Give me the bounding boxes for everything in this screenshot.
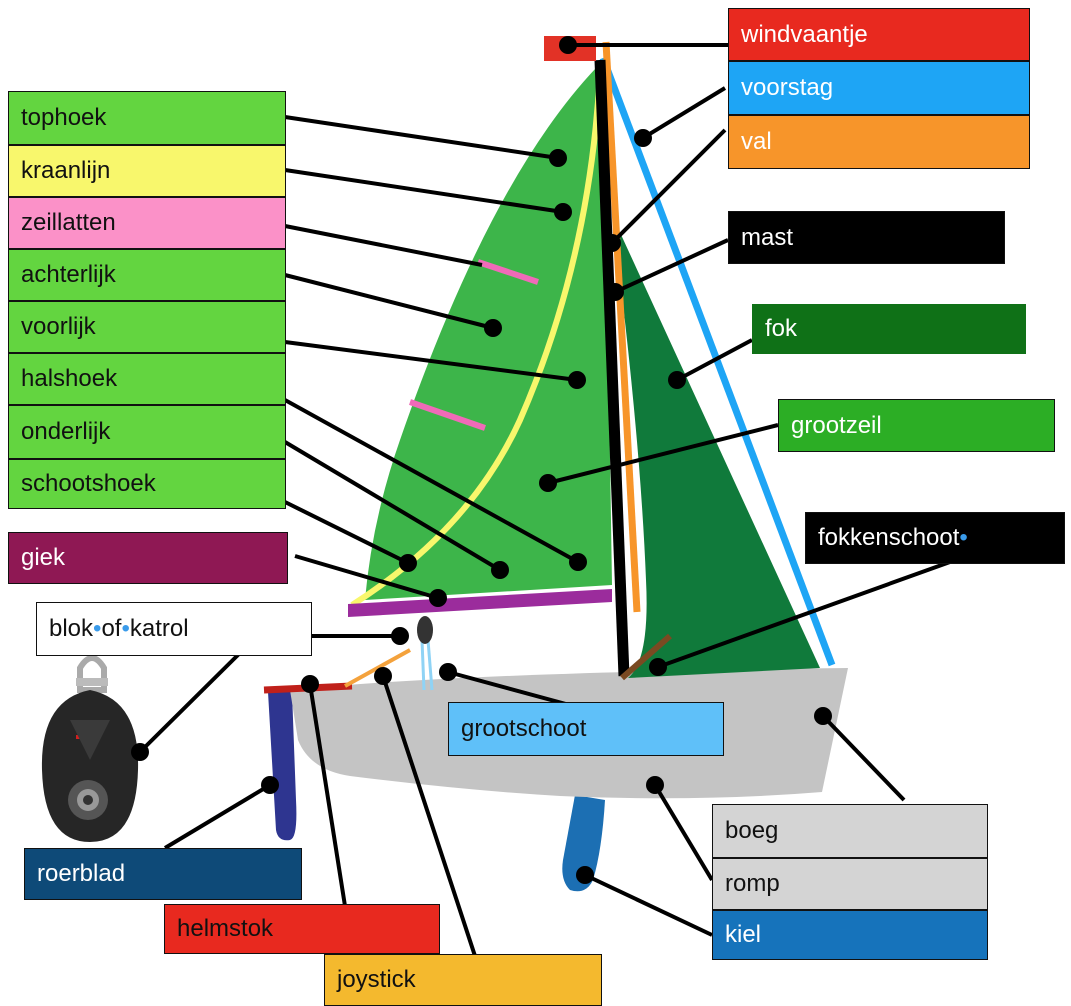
label-schootshoek: schootshoek bbox=[8, 459, 286, 509]
mast-pole bbox=[594, 59, 630, 677]
label-achterlijk: achterlijk bbox=[8, 249, 286, 301]
label-text: onderlijk bbox=[21, 418, 111, 445]
label-windvaantje: windvaantje bbox=[728, 8, 1030, 61]
label-text: kraanlijn bbox=[21, 157, 111, 184]
separator-dot: • bbox=[121, 615, 130, 642]
label-text: joystick bbox=[337, 966, 416, 993]
label-text: helmstok bbox=[177, 915, 274, 942]
label-joystick: joystick bbox=[324, 954, 602, 1006]
label-giek: giek bbox=[8, 532, 288, 584]
label-text: voorstag bbox=[741, 74, 834, 101]
batten-upper bbox=[477, 259, 539, 285]
jib-sail bbox=[612, 215, 820, 678]
label-romp: romp bbox=[712, 858, 988, 910]
keel bbox=[562, 795, 605, 892]
label-fokkenschoot: fokkenschoot• bbox=[805, 512, 1065, 564]
label-text: roerblad bbox=[37, 860, 126, 887]
label-kiel: kiel bbox=[712, 910, 988, 960]
rudder bbox=[268, 692, 297, 841]
leader-dots bbox=[131, 36, 832, 884]
label-blok-of-katrol: blok•of•katrol bbox=[36, 602, 312, 656]
label-text: romp bbox=[725, 870, 780, 897]
label-text: achterlijk bbox=[21, 261, 116, 288]
boom bbox=[348, 589, 612, 617]
label-text: windvaantje bbox=[741, 20, 868, 48]
label-val: val bbox=[728, 115, 1030, 169]
label-text: zeillatten bbox=[21, 209, 116, 236]
halyard bbox=[602, 41, 641, 613]
label-voorstag: voorstag bbox=[728, 61, 1030, 115]
label-text: voorlijk bbox=[21, 313, 96, 340]
label-text: grootschoot bbox=[461, 715, 587, 742]
mainsheet-line-2 bbox=[426, 639, 434, 691]
separator-dot: • bbox=[959, 524, 968, 551]
forestay bbox=[599, 56, 836, 667]
label-text: boeg bbox=[725, 817, 779, 844]
label-grootschoot: grootschoot bbox=[448, 702, 724, 756]
label-zeillatten: zeillatten bbox=[8, 197, 286, 249]
label-text: val bbox=[741, 128, 772, 155]
label-text: tophoek bbox=[21, 104, 107, 131]
mainsheet-line-1 bbox=[420, 639, 426, 691]
block-on-boat bbox=[417, 616, 433, 644]
label-halshoek: halshoek bbox=[8, 353, 286, 405]
label-text: kiel bbox=[725, 921, 762, 948]
label-text: fok bbox=[765, 315, 798, 342]
label-onderlijk: onderlijk bbox=[8, 405, 286, 459]
label-tophoek: tophoek bbox=[8, 91, 286, 145]
topping-lift bbox=[350, 71, 603, 608]
label-roerblad: roerblad bbox=[24, 848, 302, 900]
label-boeg: boeg bbox=[712, 804, 988, 858]
batten-lower bbox=[409, 399, 486, 431]
label-text: katrol bbox=[129, 615, 189, 642]
label-kraanlijn: kraanlijn bbox=[8, 145, 286, 197]
label-grootzeil: grootzeil bbox=[778, 399, 1055, 452]
leader-lines bbox=[138, 43, 951, 957]
label-text: halshoek bbox=[21, 365, 118, 392]
label-voorlijk: voorlijk bbox=[8, 301, 286, 353]
label-text: giek bbox=[21, 544, 66, 571]
label-fok: fok bbox=[752, 304, 1026, 354]
tiller-extension bbox=[344, 648, 411, 688]
block-photo bbox=[41, 655, 139, 842]
label-helmstok: helmstok bbox=[164, 904, 440, 954]
label-text: fokkenschoot bbox=[818, 524, 960, 551]
label-mast: mast bbox=[728, 211, 1005, 264]
label-text: schootshoek bbox=[21, 470, 156, 497]
label-text: mast bbox=[741, 223, 794, 251]
label-text: grootzeil bbox=[791, 411, 882, 439]
separator-dot: • bbox=[93, 615, 102, 642]
label-text: blok bbox=[49, 615, 94, 642]
jib-sheet bbox=[620, 633, 672, 681]
label-text: of bbox=[101, 615, 122, 642]
